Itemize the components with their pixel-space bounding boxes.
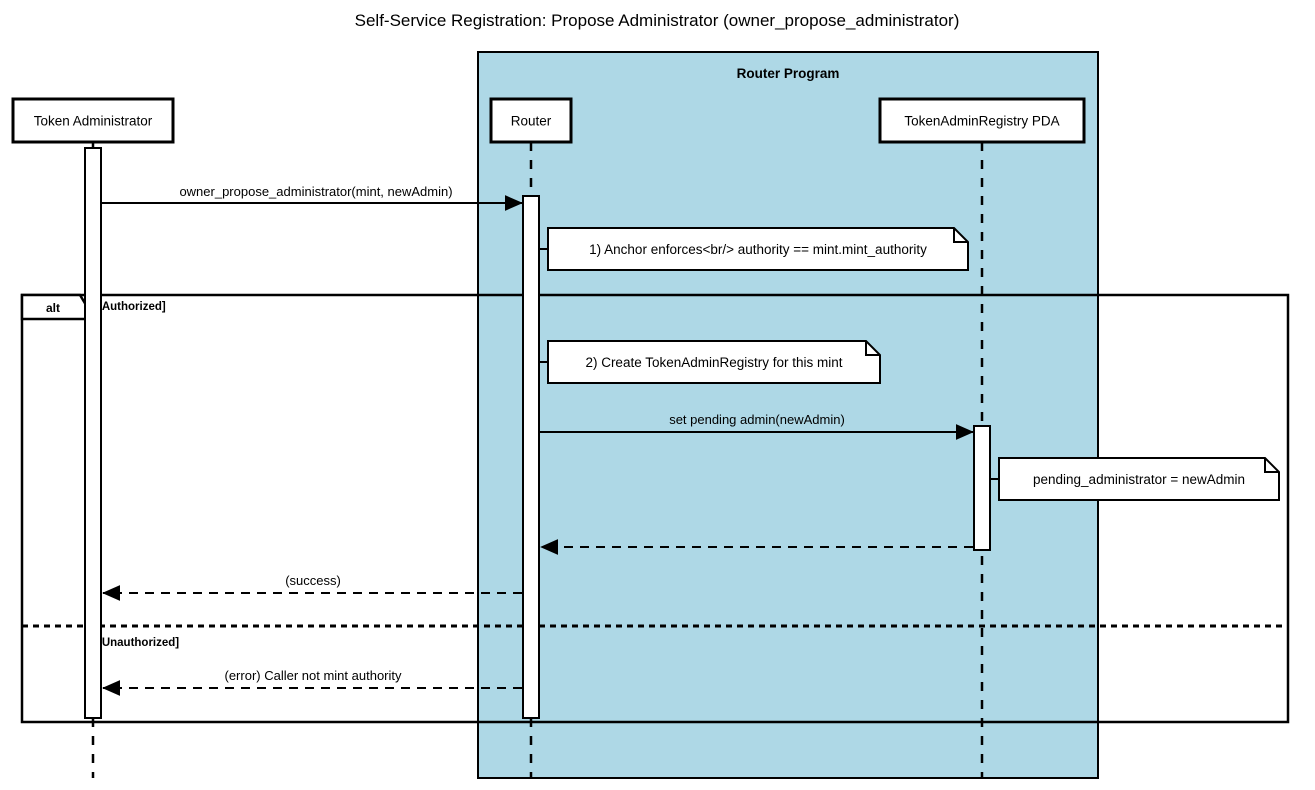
note-anchor-enforces: 1) Anchor enforces<br/> authority == min… bbox=[539, 227, 969, 271]
participant-boxes: Token Administrator Router TokenAdminRegis… bbox=[11, 97, 1086, 144]
participant-label: Router bbox=[511, 114, 552, 129]
participant-box bbox=[489, 97, 573, 144]
participant-router: Router bbox=[489, 97, 573, 144]
note-text: pending_administrator = newAdmin bbox=[1033, 472, 1245, 487]
note-create-registry: 2) Create TokenAdminRegistry for this mi… bbox=[539, 340, 881, 384]
messages: owner_propose_administrator(mint, newAdm… bbox=[101, 184, 974, 696]
group-title-label: Router Program bbox=[737, 66, 840, 81]
note-fold-icon bbox=[953, 228, 968, 243]
participant-box bbox=[878, 97, 1086, 144]
note-body bbox=[998, 457, 1280, 501]
note-text: 2) Create TokenAdminRegistry for this mi… bbox=[585, 355, 842, 370]
message-label: owner_propose_administrator(mint, newAdm… bbox=[179, 184, 452, 199]
activation-bars bbox=[84, 147, 991, 719]
activation-token-administrator bbox=[84, 147, 102, 719]
note-fold-icon bbox=[1264, 458, 1279, 473]
alt-fragment: alt [Authorized] [Unauthorized] bbox=[20, 293, 1290, 724]
message-label: (success) bbox=[285, 573, 341, 588]
message-label: set pending admin(newAdmin) bbox=[669, 412, 845, 427]
participant-label: TokenAdminRegistry PDA bbox=[904, 114, 1059, 129]
message-label: (error) Caller not mint authority bbox=[225, 668, 402, 683]
msg-owner-propose-administrator: owner_propose_administrator(mint, newAdm… bbox=[101, 184, 523, 211]
msg-success: (success) bbox=[102, 573, 522, 601]
note-body bbox=[547, 227, 969, 271]
msg-error: (error) Caller not mint authority bbox=[102, 668, 522, 696]
note-pending-administrator: pending_administrator = newAdmin bbox=[990, 457, 1280, 501]
fragment-kind-label: alt bbox=[46, 301, 60, 315]
participant-token-admin-registry-pda: TokenAdminRegistry PDA bbox=[878, 97, 1086, 144]
participant-token-administrator: Token Administrator bbox=[11, 97, 175, 144]
note-text: 1) Anchor enforces<br/> authority == min… bbox=[589, 242, 927, 257]
activation-router bbox=[522, 195, 540, 719]
msg-set-pending-admin: set pending admin(newAdmin) bbox=[540, 412, 974, 440]
note-body bbox=[547, 340, 881, 384]
activation-pda bbox=[973, 425, 991, 551]
note-fold-icon bbox=[865, 341, 880, 356]
diagram-title: Self-Service Registration: Propose Admin… bbox=[355, 11, 960, 30]
group-router-program: Router Program bbox=[477, 51, 1099, 779]
participant-box bbox=[11, 97, 175, 144]
fragment-guard-unauthorized: [Unauthorized] bbox=[98, 637, 179, 649]
participant-label: Token Administrator bbox=[34, 114, 153, 129]
notes: 1) Anchor enforces<br/> authority == min… bbox=[539, 227, 1280, 501]
fragment-guard-authorized: [Authorized] bbox=[98, 301, 166, 313]
